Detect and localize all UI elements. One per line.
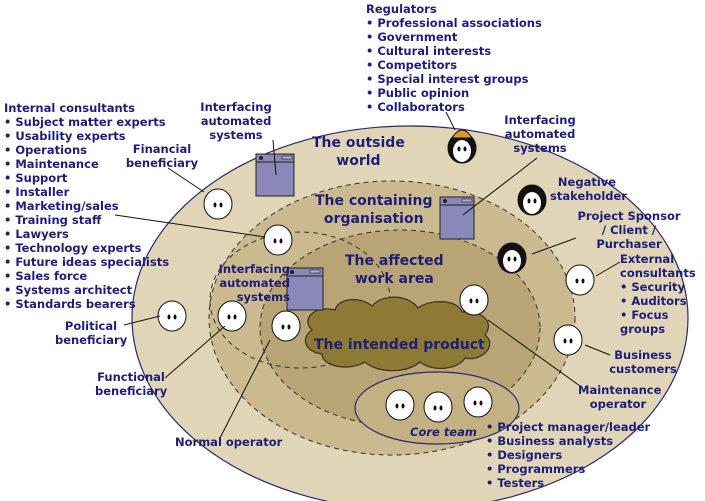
list-item: Focus groups [620,308,700,336]
stakeholder-face-icon [565,264,595,296]
normal-operator-label: Normal operator [175,435,283,449]
list-item: Usability experts [4,129,169,143]
stakeholder-face-icon [203,188,233,220]
interfacing-systems-label-1: Interfacing automated systems [200,100,272,142]
core-team-members-list: Project manager/leaderBusiness analystsD… [486,420,650,490]
list-item: Programmers [486,462,650,476]
political-beneficiary-label: Political beneficiary [55,319,128,347]
maintenance-operator-label: Maintenance operator [578,383,662,411]
list-item: Cultural interests [366,44,542,58]
list-item: Operations [4,143,169,157]
intended-product-cloud [304,296,491,372]
list-item: Special interest groups [366,72,542,86]
stakeholder-face-icon [263,224,293,256]
stakeholder-face-icon [497,242,527,274]
negative-stakeholder-label: Negative stakeholder [550,175,627,203]
list-item: Public opinion [366,86,542,100]
business-customers-label: Business customers [609,348,677,376]
list-item: Government [366,30,542,44]
list-item: Project manager/leader [486,420,650,434]
list-item: Training staff [4,213,169,227]
core-team-label: Core team [410,425,477,439]
internal-consultants-title: Internal consultants [4,101,135,115]
system-box-icon [286,267,324,311]
external-consultants-title: External consultants [620,252,696,280]
list-item: Auditors [620,294,700,308]
list-item: Support [4,171,169,185]
list-item: Business analysts [486,434,650,448]
list-item: Sales force [4,269,169,283]
list-item: Future ideas specialists [4,255,169,269]
stakeholder-face-icon [217,300,247,332]
list-item: Technology experts [4,241,169,255]
list-item: Marketing/sales [4,199,169,213]
list-item: Designers [486,448,650,462]
stakeholder-face-icon [447,129,477,164]
list-item: Security [620,280,700,294]
stakeholder-face-icon [423,391,453,423]
regulators-list: Regulators Professional associationsGove… [366,2,542,114]
project-sponsor-label: Project Sponsor / Client / Purchaser [577,209,681,251]
leader-lines [114,111,621,439]
list-item: Competitors [366,58,542,72]
financial-beneficiary-label: Financial beneficiary [125,142,199,170]
list-item: Installer [4,185,169,199]
stakeholder-face-icon [459,284,489,316]
list-item: Standards bearers [4,297,169,311]
stakeholder-face-icon [463,386,493,418]
stakeholder-face-icon [385,389,415,421]
intended-product-title: The intended product [314,337,485,353]
list-item: Maintenance [4,157,169,171]
functional-beneficiary-label: Functional beneficiary [95,370,168,398]
containing-organisation-title: The containing organisation [315,193,433,227]
list-item: Professional associations [366,16,541,30]
stakeholder-face-icon [553,324,583,356]
stakeholder-face-icon [517,184,547,216]
system-box-icon [439,196,475,240]
affected-work-area-title: The affected work area [345,253,444,287]
outside-world-title: The outside world [312,135,405,169]
list-item: Collaborators [366,100,542,114]
list-item: Testers [486,476,650,490]
list-item: Lawyers [4,227,169,241]
stakeholder-face-icon [271,310,301,342]
regulators-title: Regulators [366,2,437,16]
list-item: Subject matter experts [4,115,169,129]
external-consultants-list: External consultants SecurityAuditorsFoc… [620,252,700,336]
system-box-icon [255,153,295,197]
interfacing-systems-label-2: Interfacing automated systems [504,113,576,155]
internal-consultants-list: Internal consultants Subject matter expe… [4,101,169,311]
list-item: Systems architect [4,283,169,297]
interfacing-systems-label-3: Interfacing automated systems [218,262,290,304]
